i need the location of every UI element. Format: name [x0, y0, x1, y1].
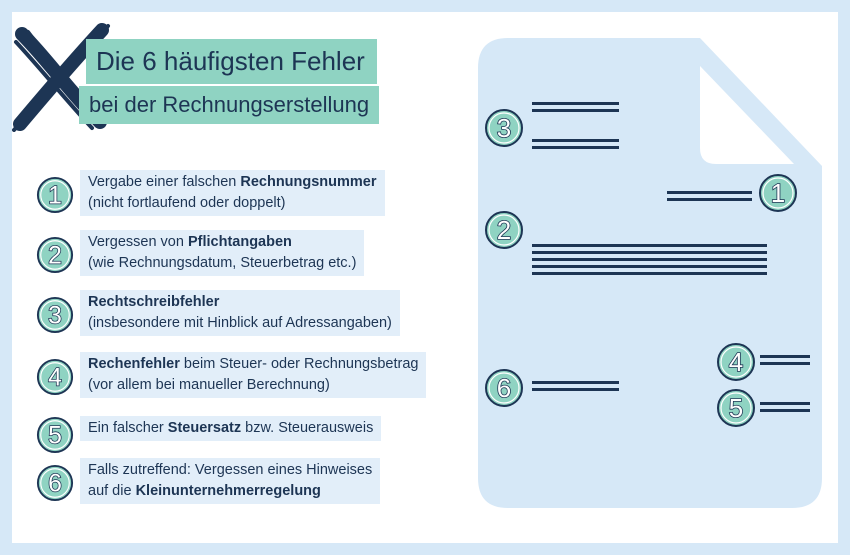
- list-item-line: (insbesondere mit Hinblick auf Adressang…: [88, 315, 392, 331]
- badge-number: 6: [48, 471, 62, 498]
- list-item-label: Rechenfehler beim Steuer- oder Rechnungs…: [80, 352, 427, 398]
- badge-number: 4: [729, 347, 743, 377]
- number-badge-icon: 5: [36, 416, 74, 454]
- badge-number: 4: [48, 365, 62, 392]
- badge-number: 3: [497, 113, 511, 143]
- badge-number: 2: [497, 215, 511, 245]
- emphasis-text: Steuersatz: [167, 420, 242, 436]
- emphasis-text: Rechenfehler: [88, 356, 180, 372]
- document-marker-icon: 2: [485, 211, 523, 249]
- list-item-line: Rechtschreibfehler: [88, 292, 392, 313]
- text-fragment: beim Steuer- oder Rechnungsbetrag: [179, 356, 419, 372]
- page-subtitle: bei der Rechnungserstellung: [79, 86, 380, 124]
- text-fragment: auf die: [88, 483, 136, 499]
- emphasis-text: Kleinunternehmerregelung: [135, 483, 321, 499]
- document-marker-icon: 5: [717, 389, 755, 427]
- badge-number: 3: [48, 303, 62, 330]
- page-title: Die 6 häufigsten Fehler: [86, 39, 377, 84]
- list-item-label: Vergessen von Pflichtangaben (wie Rechnun…: [80, 230, 365, 276]
- badge-number: 5: [729, 393, 743, 423]
- badge-number: 5: [48, 423, 62, 450]
- number-badge-icon: 6: [36, 464, 74, 502]
- list-item-line: auf die Kleinunternehmerregelung: [88, 481, 372, 502]
- text-fragment: Vergabe einer falschen: [88, 174, 241, 190]
- document-marker-icon: 4: [717, 343, 755, 381]
- list-item-line: Rechenfehler beim Steuer- oder Rechnungs…: [88, 354, 418, 375]
- doc-lines-1: [667, 191, 752, 205]
- list-item-line: Vergessen von Pflichtangaben: [88, 232, 356, 253]
- badge-number: 1: [771, 178, 785, 208]
- doc-lines-5: [760, 402, 810, 416]
- badge-number: 1: [48, 183, 62, 210]
- emphasis-text: Rechnungsnummer: [240, 174, 377, 190]
- text-fragment: Ein falscher: [88, 420, 168, 436]
- number-badge-icon: 4: [36, 358, 74, 396]
- badge-number: 6: [497, 373, 511, 403]
- text-fragment: Falls zutreffend: Vergessen eines Hinwei…: [88, 462, 373, 478]
- list-item-line: (wie Rechnungsdatum, Steuerbetrag etc.): [88, 255, 357, 271]
- list-item-line: (vor allem bei manueller Berechnung): [88, 377, 330, 393]
- list-item-line: Vergabe einer falschen Rechnungsnummer: [88, 172, 377, 193]
- doc-lines-3b: [532, 139, 619, 153]
- doc-lines-4: [760, 355, 810, 369]
- document-marker-icon: 1: [759, 174, 797, 212]
- emphasis-text: Pflichtangaben: [187, 234, 292, 250]
- emphasis-text: Rechtschreibfehler: [88, 294, 220, 310]
- list-item-label: Rechtschreibfehler (insbesondere mit Hinb…: [80, 290, 400, 336]
- document-marker-icon: 3: [485, 109, 523, 147]
- doc-lines-6: [532, 381, 619, 395]
- list-item-label: Falls zutreffend: Vergessen eines Hinwei…: [80, 458, 381, 504]
- doc-lines-2: [532, 244, 767, 279]
- list-item-line: (nicht fortlaufend oder doppelt): [88, 195, 286, 211]
- doc-lines-3: [532, 102, 619, 116]
- number-badge-icon: 1: [36, 176, 74, 214]
- list-item-label: Ein falscher Steuersatz bzw. Steuerauswe…: [80, 416, 382, 441]
- list-item-line: Ein falscher Steuersatz bzw. Steuerauswe…: [88, 418, 373, 439]
- badge-number: 2: [48, 243, 62, 270]
- document-marker-icon: 6: [485, 369, 523, 407]
- list-item-label: Vergabe einer falschen Rechnungsnummer (n…: [80, 170, 385, 216]
- list-item-line: Falls zutreffend: Vergessen eines Hinwei…: [88, 460, 372, 481]
- text-fragment: bzw. Steuerausweis: [241, 420, 374, 436]
- number-badge-icon: 2: [36, 236, 74, 274]
- number-badge-icon: 3: [36, 296, 74, 334]
- text-fragment: Vergessen von: [88, 234, 188, 250]
